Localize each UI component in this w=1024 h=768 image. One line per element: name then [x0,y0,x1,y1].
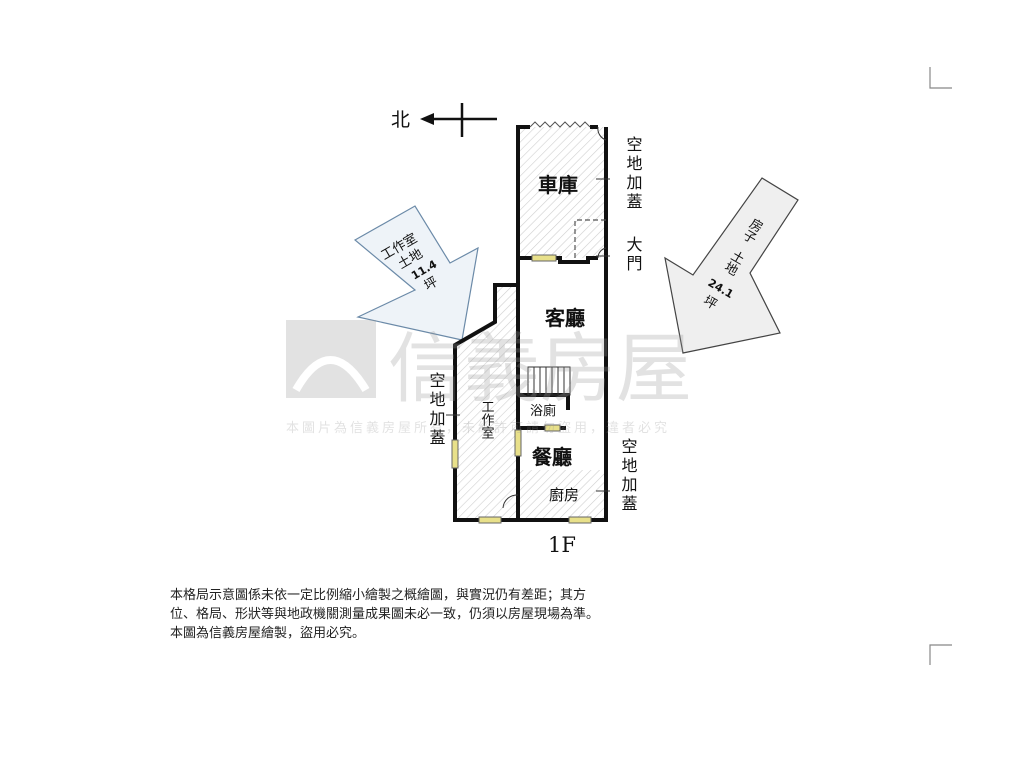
room-label-living: 客廳 [544,306,585,330]
watermark-logo [286,320,376,398]
room-label-garage: 車庫 [538,173,578,197]
leader-lines [446,178,610,492]
dashed-area [574,219,606,258]
callout-unit: 坪 [700,293,719,312]
room-label-studio: 工作室 [479,400,495,439]
callout-unit: 坪 [422,275,441,294]
side-label-top-right: 空地加蓋 [624,136,643,212]
watermark: 信義房屋 本圖片為信義房屋所有，未經許可請勿盜用，違者必究 [286,320,692,436]
watermark-brand: 信義房屋 [388,324,692,413]
house-land-callout-arrow [664,177,799,354]
disclaimer: 本格局示意圖係未依一定比例縮小繪製之概繪圖，與實況仍有差距；其方 位、格局、形狀… [170,586,730,643]
side-label-left: 空地加蓋 [427,372,446,448]
disclaimer-line: 本圖為信義房屋繪製，盜用必究。 [170,626,366,641]
walls [453,125,608,522]
garage-area [518,127,606,258]
crop-mark-top [929,67,952,89]
compass-label: 北 [391,109,410,131]
studio-land-callout-arrow [353,205,479,341]
watermark-notice: 本圖片為信義房屋所有，未經許可請勿盜用，違者必究 [286,420,670,436]
door-swing [597,126,607,141]
side-label-main-door: 大門 [624,236,643,274]
windows [451,254,592,524]
room-label-dining: 餐廳 [532,445,572,469]
room-label-bath: 浴廁 [530,403,556,419]
stairs [527,366,571,396]
floor-label: 1F [548,533,576,557]
main-door-swing [597,247,607,259]
studio-door-swing [502,494,519,509]
disclaimer-line: 位、格局、形狀等與地政機關測量成果圖未必一致，仍須以房屋現場為準。 [170,607,600,622]
crop-mark-bottom [929,644,952,665]
garage-door [529,121,591,128]
side-label-bottom-right: 空地加蓋 [619,438,638,514]
north-arrow-icon [420,103,497,137]
room-label-kitchen: 廚房 [549,486,579,504]
disclaimer-line: 本格局示意圖係未依一定比例縮小繪製之概繪圖，與實況仍有差距；其方 [170,588,587,603]
kitchen-area [518,470,606,520]
studio-area [455,285,518,520]
